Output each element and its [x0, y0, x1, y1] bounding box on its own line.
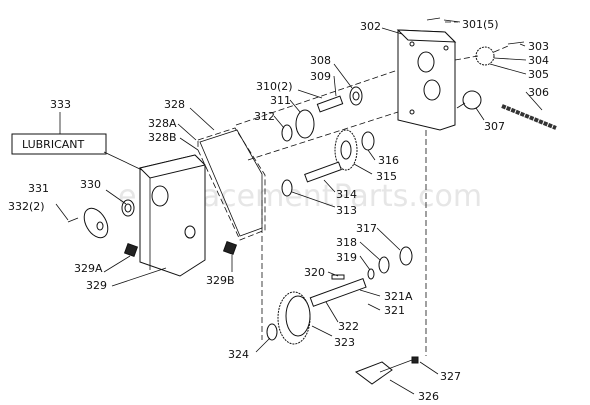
bearing-316: [361, 131, 375, 151]
cover-plate: [83, 207, 109, 239]
label-315: 315: [376, 170, 397, 183]
part-labels: 333 328 328A 328B 330 331 332(2) 329A 32…: [8, 18, 549, 403]
label-328b: 328B: [148, 131, 177, 144]
knob-307: [462, 90, 482, 110]
gear-315-hub: [340, 140, 352, 160]
bearing-313: [281, 179, 293, 197]
label-321: 321: [384, 304, 405, 317]
label-304: 304: [528, 54, 549, 67]
label-303: 303: [528, 40, 549, 53]
assembly-line-f: [454, 55, 479, 61]
label-329b: 329B: [206, 274, 235, 287]
label-309: 309: [310, 70, 331, 83]
label-333: 333: [50, 98, 71, 111]
ring-318: [378, 256, 390, 274]
bearing-312: [281, 124, 293, 142]
lubricant-label: LUBRICANT: [22, 138, 84, 151]
screw-331: [67, 217, 79, 223]
screw-303: [507, 41, 525, 45]
gear-311: [295, 109, 315, 139]
label-310: 310(2): [256, 80, 293, 93]
spring-329b: [222, 240, 238, 256]
knob-307-stem: [456, 102, 466, 109]
label-307: 307: [484, 120, 505, 133]
label-330: 330: [80, 178, 101, 191]
leader-lines: [55, 19, 543, 395]
gear-323-face: [285, 295, 311, 337]
screw-301: [426, 17, 441, 21]
label-321a: 321A: [384, 290, 413, 303]
assembly-line-b: [247, 111, 399, 161]
seal-330-inner: [124, 203, 132, 213]
label-313: 313: [336, 204, 357, 217]
shaft-309: [316, 95, 344, 113]
label-323: 323: [334, 336, 355, 349]
spring-329a: [123, 242, 139, 258]
label-327: 327: [440, 370, 461, 383]
label-311: 311: [270, 94, 291, 107]
label-317: 317: [356, 222, 377, 235]
label-316: 316: [378, 154, 399, 167]
side-plate: [396, 29, 457, 131]
label-306: 306: [528, 86, 549, 99]
shaft-322: [309, 278, 367, 307]
shift-fork: [354, 356, 419, 385]
label-302: 302: [360, 20, 381, 33]
assembly-line-g: [493, 45, 509, 53]
label-301: 301(5): [462, 18, 499, 31]
bearing-317: [399, 246, 413, 266]
label-331: 331: [28, 182, 49, 195]
label-329: 329: [86, 279, 107, 292]
label-308: 308: [310, 54, 331, 67]
lubricant-box: [11, 133, 107, 155]
sprocket-304: [475, 46, 495, 66]
label-329a: 329A: [74, 262, 103, 275]
clip-319: [367, 268, 375, 280]
label-305: 305: [528, 68, 549, 81]
label-312: 312: [254, 110, 275, 123]
label-314: 314: [336, 188, 357, 201]
label-328a: 328A: [148, 117, 177, 130]
label-326: 326: [418, 390, 439, 403]
bearing-308-inner: [352, 91, 360, 101]
key-320: [331, 274, 345, 280]
label-324: 324: [228, 348, 249, 361]
label-320: 320: [304, 266, 325, 279]
bearing-324: [266, 323, 278, 341]
label-328: 328: [164, 98, 185, 111]
label-322: 322: [338, 320, 359, 333]
shaft-314: [304, 161, 342, 183]
label-318: 318: [336, 236, 357, 249]
chain-306: [501, 104, 557, 130]
assembly-line-a: [235, 69, 399, 126]
label-332: 332(2): [8, 200, 45, 213]
gearbox-housing: [139, 154, 206, 277]
label-319: 319: [336, 251, 357, 264]
